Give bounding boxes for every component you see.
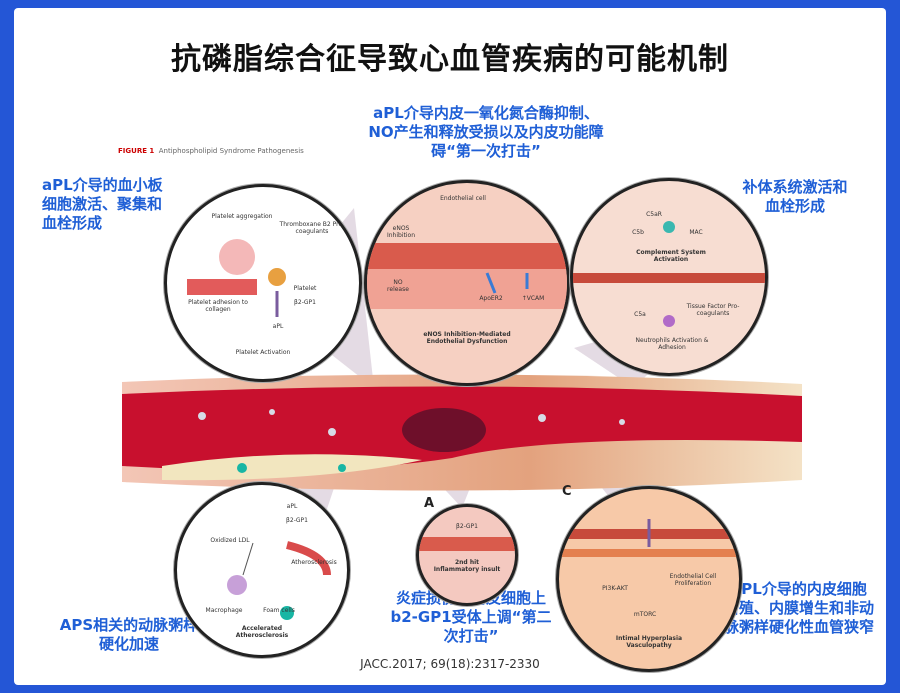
blood-vessel-illustration — [122, 374, 802, 491]
panel-e-art — [187, 239, 286, 317]
figure-label: FIGURE 1 Antiphospholipid Syndrome Patho… — [118, 147, 304, 155]
panel-f-text-2: C5b — [632, 229, 644, 236]
plaque — [162, 454, 422, 481]
panel-d-text-4: Macrophage — [205, 607, 243, 614]
citation: JACC.2017; 69(18):2317-2330 — [360, 657, 540, 671]
panel-f-text-3: MAC — [689, 229, 703, 236]
figure-label-text: Antiphospholipid Syndrome Pathogenesis — [158, 147, 304, 155]
panel-f-caption-1: Complement System Activation — [636, 249, 706, 263]
note-bottom-left: APS相关的动脉粥样硬化加速 — [59, 616, 199, 653]
panel-d-text-1: aPL — [286, 503, 298, 510]
slide-title: 抗磷脂综合征导致心血管疾病的可能机制 — [171, 42, 729, 77]
slide: 抗磷脂综合征导致心血管疾病的可能机制 FIGURE 1 Antiphosphol… — [14, 8, 886, 685]
panel-f-text-4: Tissue Factor Pro-coagulants — [686, 303, 740, 317]
panel-c-art — [559, 519, 739, 557]
panel-a-text-1: β2-GP1 — [456, 523, 478, 530]
panel-b-endothelial-dysfunction: B Endothelial cell eNOS Inhibition NO re… — [364, 180, 570, 386]
panel-e-caption: Platelet Activation — [235, 349, 291, 356]
panel-a-letter: A — [424, 496, 435, 511]
panel-c-text-3: mTORC — [633, 611, 657, 618]
panel-b-art — [367, 243, 567, 309]
panel-a-art — [419, 537, 515, 551]
panel-e-letter: E — [189, 199, 198, 214]
panel-f-caption-2: Neutrophils Activation & Adhesion — [635, 337, 709, 351]
panel-c-intimal-hyperplasia: Endothelial Cell Proliferation PI3K-AKT … — [556, 486, 742, 672]
figure-label-prefix: FIGURE 1 — [118, 147, 155, 155]
panel-b-caption: eNOS Inhibition-Mediated Endothelial Dys… — [423, 331, 511, 345]
note-top-right: 补体系统激活和血栓形成 — [742, 178, 848, 215]
note-top-left: aPL介导的血小板细胞激活、聚集和血栓形成 — [42, 176, 163, 232]
panel-b-letter: B — [389, 195, 399, 210]
panel-d-letter: D — [191, 499, 202, 514]
panel-a-second-hit: β2-GP1 2nd hit Inflammatory insult — [416, 504, 518, 606]
panel-b-text-1: Endothelial cell — [440, 195, 486, 202]
panel-e-text-5: β2-GP1 — [294, 299, 316, 306]
panel-d-text-5: Foam cells — [263, 607, 295, 614]
panel-f-art — [573, 221, 765, 327]
panel-c-letter: C — [562, 484, 572, 499]
panel-d-text-3: Oxidized LDL — [210, 537, 250, 544]
panel-b-text-3: NO release — [387, 279, 409, 293]
panel-c-caption: Intimal Hyperplasia Vasculopathy — [615, 635, 683, 649]
panel-d-art — [227, 541, 331, 620]
panel-b-text-4: ApoER2 — [479, 295, 503, 302]
panel-d-text-6: Atherosclerosis — [291, 559, 337, 566]
thrombus — [402, 408, 486, 452]
note-top-center: aPL介导内皮一氧化氮合酶抑制、NO产生和释放受损以及内皮功能障碍“第一次打击” — [368, 104, 604, 160]
panel-f-text-1: C5aR — [646, 211, 662, 218]
panel-e-text-3: Platelet adhesion to collagen — [188, 299, 248, 313]
panel-b-text-5: ↑VCAM — [521, 295, 545, 302]
panel-d-caption: Accelerated Atherosclerosis — [235, 625, 289, 639]
panel-e-text-2: Thromboxane B2 Pro-coagulants — [279, 221, 345, 235]
panel-e-text-6: aPL — [272, 323, 284, 330]
panel-e-text-1: Platelet aggregation — [211, 213, 273, 220]
panel-c-text-1: Endothelial Cell Proliferation — [669, 573, 717, 587]
panel-a-caption: 2nd hit Inflammatory insult — [433, 559, 501, 573]
panel-e-text-4: Platelet — [293, 285, 317, 292]
panel-f-complement-activation: F C5aR C5b MAC Complement System Activat… — [570, 178, 768, 376]
panel-b-text-2: eNOS Inhibition — [386, 225, 415, 239]
panel-c-text-2: PI3K-AKT — [602, 585, 628, 592]
panel-d-accelerated-atherosclerosis: D aPL β2-GP1 Oxidized LDL Atherosclerosi… — [174, 482, 350, 658]
panel-f-text-5: C5a — [634, 311, 646, 318]
panel-e-platelet-activation: E Platelet aggregation Thromboxane B2 Pr… — [164, 184, 362, 382]
panel-f-letter: F — [599, 195, 608, 210]
panel-d-text-2: β2-GP1 — [286, 517, 308, 524]
note-bottom-right: aPL介导的内皮细胞增殖、内膜增生和非动脉粥样硬化性血管狭窄 — [724, 580, 875, 636]
